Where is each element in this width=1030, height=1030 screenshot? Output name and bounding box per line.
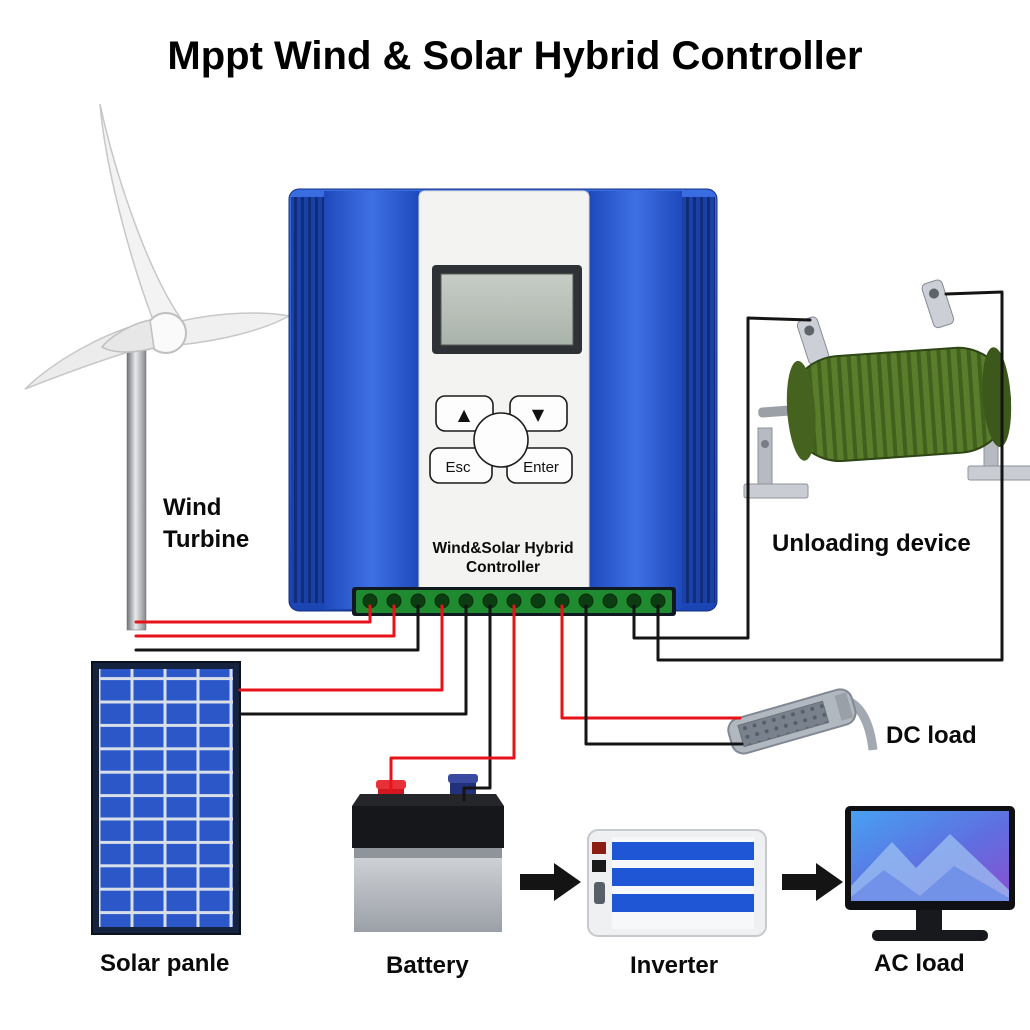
battery-terminal-negative-cap bbox=[448, 774, 478, 783]
wind-turbine-label-line2: Turbine bbox=[163, 526, 250, 553]
inverter-terminal-negative bbox=[592, 860, 606, 872]
arrow-inverter-to-ac-load-icon bbox=[782, 863, 843, 901]
controller-brand-line2: Controller bbox=[466, 559, 540, 576]
resistor-shaft bbox=[758, 405, 795, 418]
inverter-socket bbox=[594, 882, 605, 904]
turbine-blade-up bbox=[99, 103, 183, 321]
turbine-pole bbox=[126, 349, 147, 631]
resistor-coil bbox=[787, 346, 1011, 463]
wire-solar-negative bbox=[238, 604, 468, 716]
mounting-bracket-left bbox=[743, 427, 809, 499]
inverter-terminal-positive bbox=[592, 842, 606, 854]
monitor-neck bbox=[916, 910, 942, 932]
arrow-up-icon: ▲ bbox=[458, 405, 471, 424]
inverter-fin-2 bbox=[612, 868, 754, 886]
solar-panel bbox=[91, 661, 241, 935]
wire-turbine-3 bbox=[134, 604, 420, 652]
button-down bbox=[509, 395, 568, 432]
arrow-battery-to-inverter-icon bbox=[520, 863, 581, 901]
turbine-blade-right bbox=[178, 312, 292, 346]
unloading-device-label: Unloading device bbox=[772, 530, 971, 557]
wind-turbine-label: Wind Turbine bbox=[163, 492, 249, 556]
wire-battery-negative bbox=[462, 604, 492, 802]
lamp-end-cap bbox=[834, 692, 854, 721]
wire-unload-2 bbox=[656, 290, 1004, 662]
controller-fins-left bbox=[291, 197, 324, 603]
dc-load-label: DC load bbox=[886, 722, 977, 749]
enter-button-label: Enter bbox=[523, 459, 559, 476]
inverter-fin-1 bbox=[612, 842, 754, 860]
wind-turbine-label-line1: Wind bbox=[163, 494, 222, 521]
screen-mountains-front bbox=[851, 866, 1009, 901]
battery-top bbox=[352, 794, 504, 806]
ac-load-label: AC load bbox=[874, 950, 965, 977]
wiring bbox=[134, 290, 1004, 802]
ac-load-monitor bbox=[845, 806, 1015, 941]
inverter-fin-3 bbox=[612, 894, 754, 912]
controller-face-left bbox=[324, 191, 419, 609]
battery-body bbox=[354, 848, 502, 932]
resistor-tab-right bbox=[921, 279, 955, 329]
turbine-nose-cone bbox=[100, 319, 155, 353]
wire-dc-load-negative bbox=[584, 604, 744, 746]
wire-turbine-2 bbox=[134, 604, 396, 638]
dc-load-lamp bbox=[727, 688, 878, 755]
controller-face-right bbox=[589, 191, 682, 609]
wire-dc-load-positive bbox=[560, 604, 742, 720]
lamp-led-panel bbox=[737, 700, 830, 748]
unloading-device bbox=[743, 279, 1030, 499]
lcd-screen bbox=[440, 273, 574, 346]
dial-ring bbox=[473, 412, 529, 468]
wire-battery-positive bbox=[389, 604, 516, 794]
battery-body-shade bbox=[354, 848, 502, 858]
wire-unload-1 bbox=[632, 316, 812, 640]
battery-lid bbox=[352, 806, 504, 848]
monitor-base bbox=[872, 930, 988, 941]
wire-turbine-1 bbox=[134, 604, 372, 624]
inverter-label: Inverter bbox=[630, 952, 719, 979]
arrow-down-icon: ▼ bbox=[532, 405, 545, 424]
inverter bbox=[587, 829, 767, 937]
controller-brand-line1: Wind&Solar Hybrid bbox=[432, 540, 573, 557]
resistor-cap-left bbox=[786, 360, 816, 461]
wire-solar-positive bbox=[238, 604, 444, 692]
resistor-cap-right bbox=[982, 347, 1012, 447]
controller-fins-right bbox=[682, 197, 715, 603]
battery-label: Battery bbox=[386, 952, 469, 979]
page-title: Mppt Wind & Solar Hybrid Controller bbox=[167, 34, 863, 78]
wind-turbine bbox=[24, 103, 292, 631]
solar-panel-label: Solar panle bbox=[100, 950, 230, 977]
solar-panel-cells bbox=[99, 669, 233, 927]
hybrid-controller: ▲ ▼ Esc Enter Wind&Solar Hybrid Controll… bbox=[288, 188, 718, 616]
esc-button-label: Esc bbox=[445, 459, 471, 476]
battery bbox=[352, 774, 504, 932]
